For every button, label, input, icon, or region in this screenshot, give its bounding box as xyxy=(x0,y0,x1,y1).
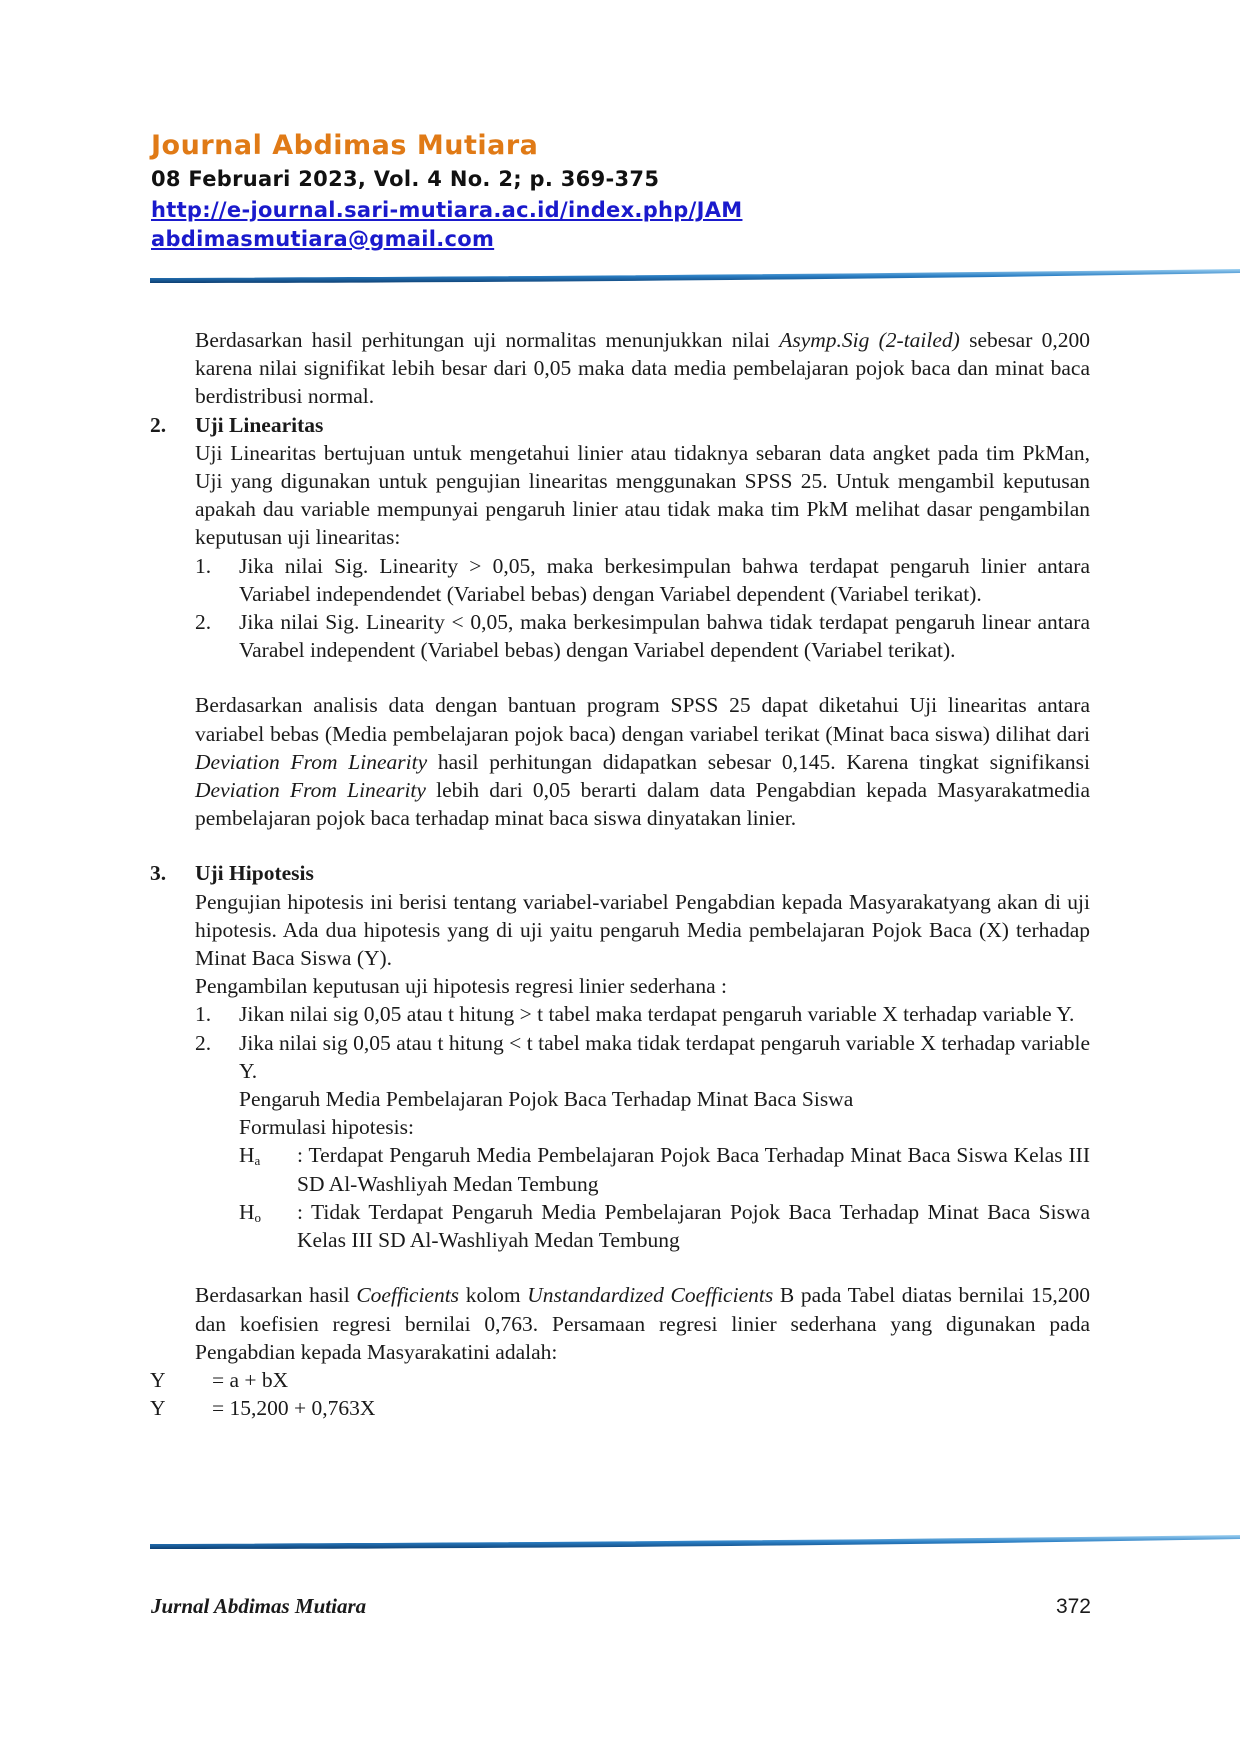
section-linearity-heading: 2.Uji Linearitas xyxy=(150,412,324,437)
coefficients-paragraph: Berdasarkan hasil Coefficients kolom Uns… xyxy=(195,1283,1090,1364)
normality-paragraph: Berdasarkan hasil perhitungan uji normal… xyxy=(195,328,1090,409)
hypothesis-formulation-label: Formulasi hipotesis: xyxy=(239,1115,414,1140)
journal-email-link[interactable]: abdimasmutiara@gmail.com xyxy=(151,227,495,252)
linearity-result-paragraph: Berdasarkan analisis data dengan bantuan… xyxy=(195,693,1090,831)
page-number: 372 xyxy=(1055,1595,1091,1618)
linearity-intro: Uji Linearitas bertujuan untuk mengetahu… xyxy=(195,440,1090,550)
hypothesis-ho: Ho : Tidak Terdapat Pengaruh Media Pembe… xyxy=(239,1199,1090,1253)
hypothesis-decision-label: Pengambilan keputusan uji hipotesis regr… xyxy=(195,974,727,999)
linearity-criteria-list: 1.Jika nilai Sig. Linearity > 0,05, maka… xyxy=(150,552,1090,665)
footer-journal-name: Jurnal Abdimas Mutiara xyxy=(151,1594,367,1618)
footer-divider xyxy=(150,1535,1240,1549)
list-item: 1.Jika nilai Sig. Linearity > 0,05, maka… xyxy=(195,553,1090,606)
page-footer: Jurnal Abdimas Mutiara 372 xyxy=(151,1594,1091,1619)
hypothesis-intro: Pengujian hipotesis ini berisi tentang v… xyxy=(195,889,1090,971)
hypothesis-ha: Ha : Terdapat Pengaruh Media Pembelajara… xyxy=(239,1143,1090,1196)
list-item: 1.Jikan nilai sig 0,05 atau t hitung > t… xyxy=(195,1002,1075,1027)
hypothesis-criteria-list: 1.Jikan nilai sig 0,05 atau t hitung > t… xyxy=(150,1000,1090,1085)
journal-title: Journal Abdimas Mutiara xyxy=(151,130,539,161)
list-item: 2.Jika nilai sig 0,05 atau t hitung < t … xyxy=(195,1030,1090,1083)
regression-equation-general: Y= a + bX xyxy=(150,1367,289,1392)
hypothesis-effect-title: Pengaruh Media Pembelajaran Pojok Baca T… xyxy=(239,1087,854,1112)
journal-header: Journal Abdimas Mutiara 08 Februari 2023… xyxy=(151,128,742,251)
header-divider xyxy=(150,269,1240,283)
regression-equation-estimated: Y= 15,200 + 0,763X xyxy=(150,1396,376,1421)
article-body: Berdasarkan hasil perhitungan uji normal… xyxy=(150,326,1090,1422)
journal-issue-info: 08 Februari 2023, Vol. 4 No. 2; p. 369-3… xyxy=(151,167,660,192)
journal-url-link[interactable]: http://e-journal.sari-mutiara.ac.id/inde… xyxy=(151,198,743,223)
section-hypothesis-heading: 3.Uji Hipotesis xyxy=(150,861,314,886)
list-item: 2.Jika nilai Sig. Linearity < 0,05, maka… xyxy=(195,610,1090,663)
